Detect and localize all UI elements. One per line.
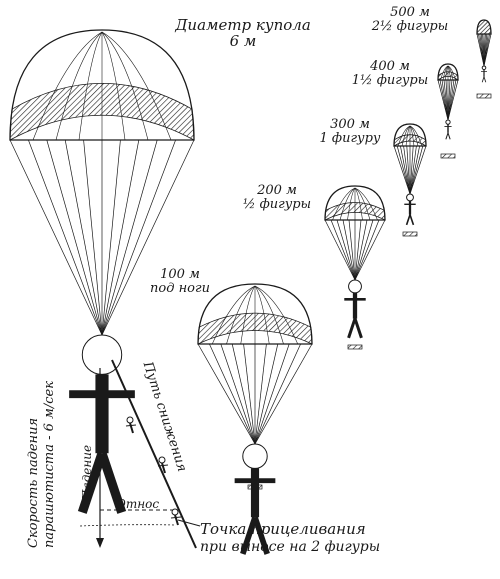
canopy-diameter-label: Диаметр купола 6 м <box>168 16 318 50</box>
parachute-400m <box>437 63 459 140</box>
stage-100-label: 100 м под ноги <box>140 268 220 295</box>
ground-mark <box>440 153 456 159</box>
canopy-diameter-value: 6 м <box>229 31 257 50</box>
stage-300-note: 1 фигуру <box>319 130 381 146</box>
ground-line <box>79 524 176 527</box>
fall-speed-line2: парашютиста - 6 м/сек <box>42 381 58 548</box>
parachute-200m-jumper <box>348 279 362 294</box>
aim-point-label: Точка прицеливания при выносе на 2 фигур… <box>200 520 381 556</box>
drift-label: Относ <box>116 497 160 511</box>
stage-400-label: 400 м 1½ фигуры <box>335 60 445 87</box>
stage-500-label: 500 м 2½ фигуры <box>360 6 460 33</box>
stage-300-label: 300 м 1 фигуру <box>300 118 400 145</box>
canopy-diameter-title: Диаметр купола <box>175 16 311 34</box>
parachute-300m-jumper <box>406 193 414 202</box>
parachute-500m-jumper <box>481 65 487 71</box>
aim-point-line1: Точка прицеливания <box>200 520 366 538</box>
stage-400-note: 1½ фигуры <box>351 72 429 88</box>
drift-figure <box>170 508 182 526</box>
parachute-200m <box>324 185 386 339</box>
drift-figure <box>125 416 137 434</box>
ground-mark <box>402 231 418 237</box>
aim-point-pointer <box>177 519 201 527</box>
parachute-100m-jumper <box>242 443 268 469</box>
parachute-300m <box>393 123 427 226</box>
fall-arrow <box>96 538 104 548</box>
parachute-500m <box>476 19 492 83</box>
parachute-500m-canopy <box>476 19 492 35</box>
parachute-100m <box>197 283 313 555</box>
stage-200-label: 200 м ½ фигуры <box>222 184 332 211</box>
stage-100-note: под ноги <box>150 280 210 296</box>
ground-mark <box>476 93 492 99</box>
fall-speed-label: Скорость падения парашютиста - 6 м/сек <box>26 381 59 548</box>
parachute-400m-jumper <box>445 119 451 125</box>
fall-label: Падение <box>80 444 94 500</box>
aim-point-line2: при выносе на 2 фигуры <box>200 538 381 555</box>
ground-mark <box>347 344 363 350</box>
descent-path-line <box>111 359 197 549</box>
stage-500-note: 2½ фигуры <box>371 18 449 34</box>
fall-speed-line1: Скорость падения <box>26 417 41 548</box>
stage-300-altitude: 300 м <box>330 117 370 132</box>
ground-mark <box>247 484 263 490</box>
stage-200-note: ½ фигуры <box>242 196 312 212</box>
stage-200-altitude: 200 м <box>257 183 297 198</box>
stage-100-altitude: 100 м <box>160 267 200 282</box>
stage-400-altitude: 400 м <box>370 59 410 74</box>
drift-figure <box>157 456 169 474</box>
stage-500-altitude: 500 м <box>390 5 430 20</box>
main-parachute <box>9 29 195 514</box>
